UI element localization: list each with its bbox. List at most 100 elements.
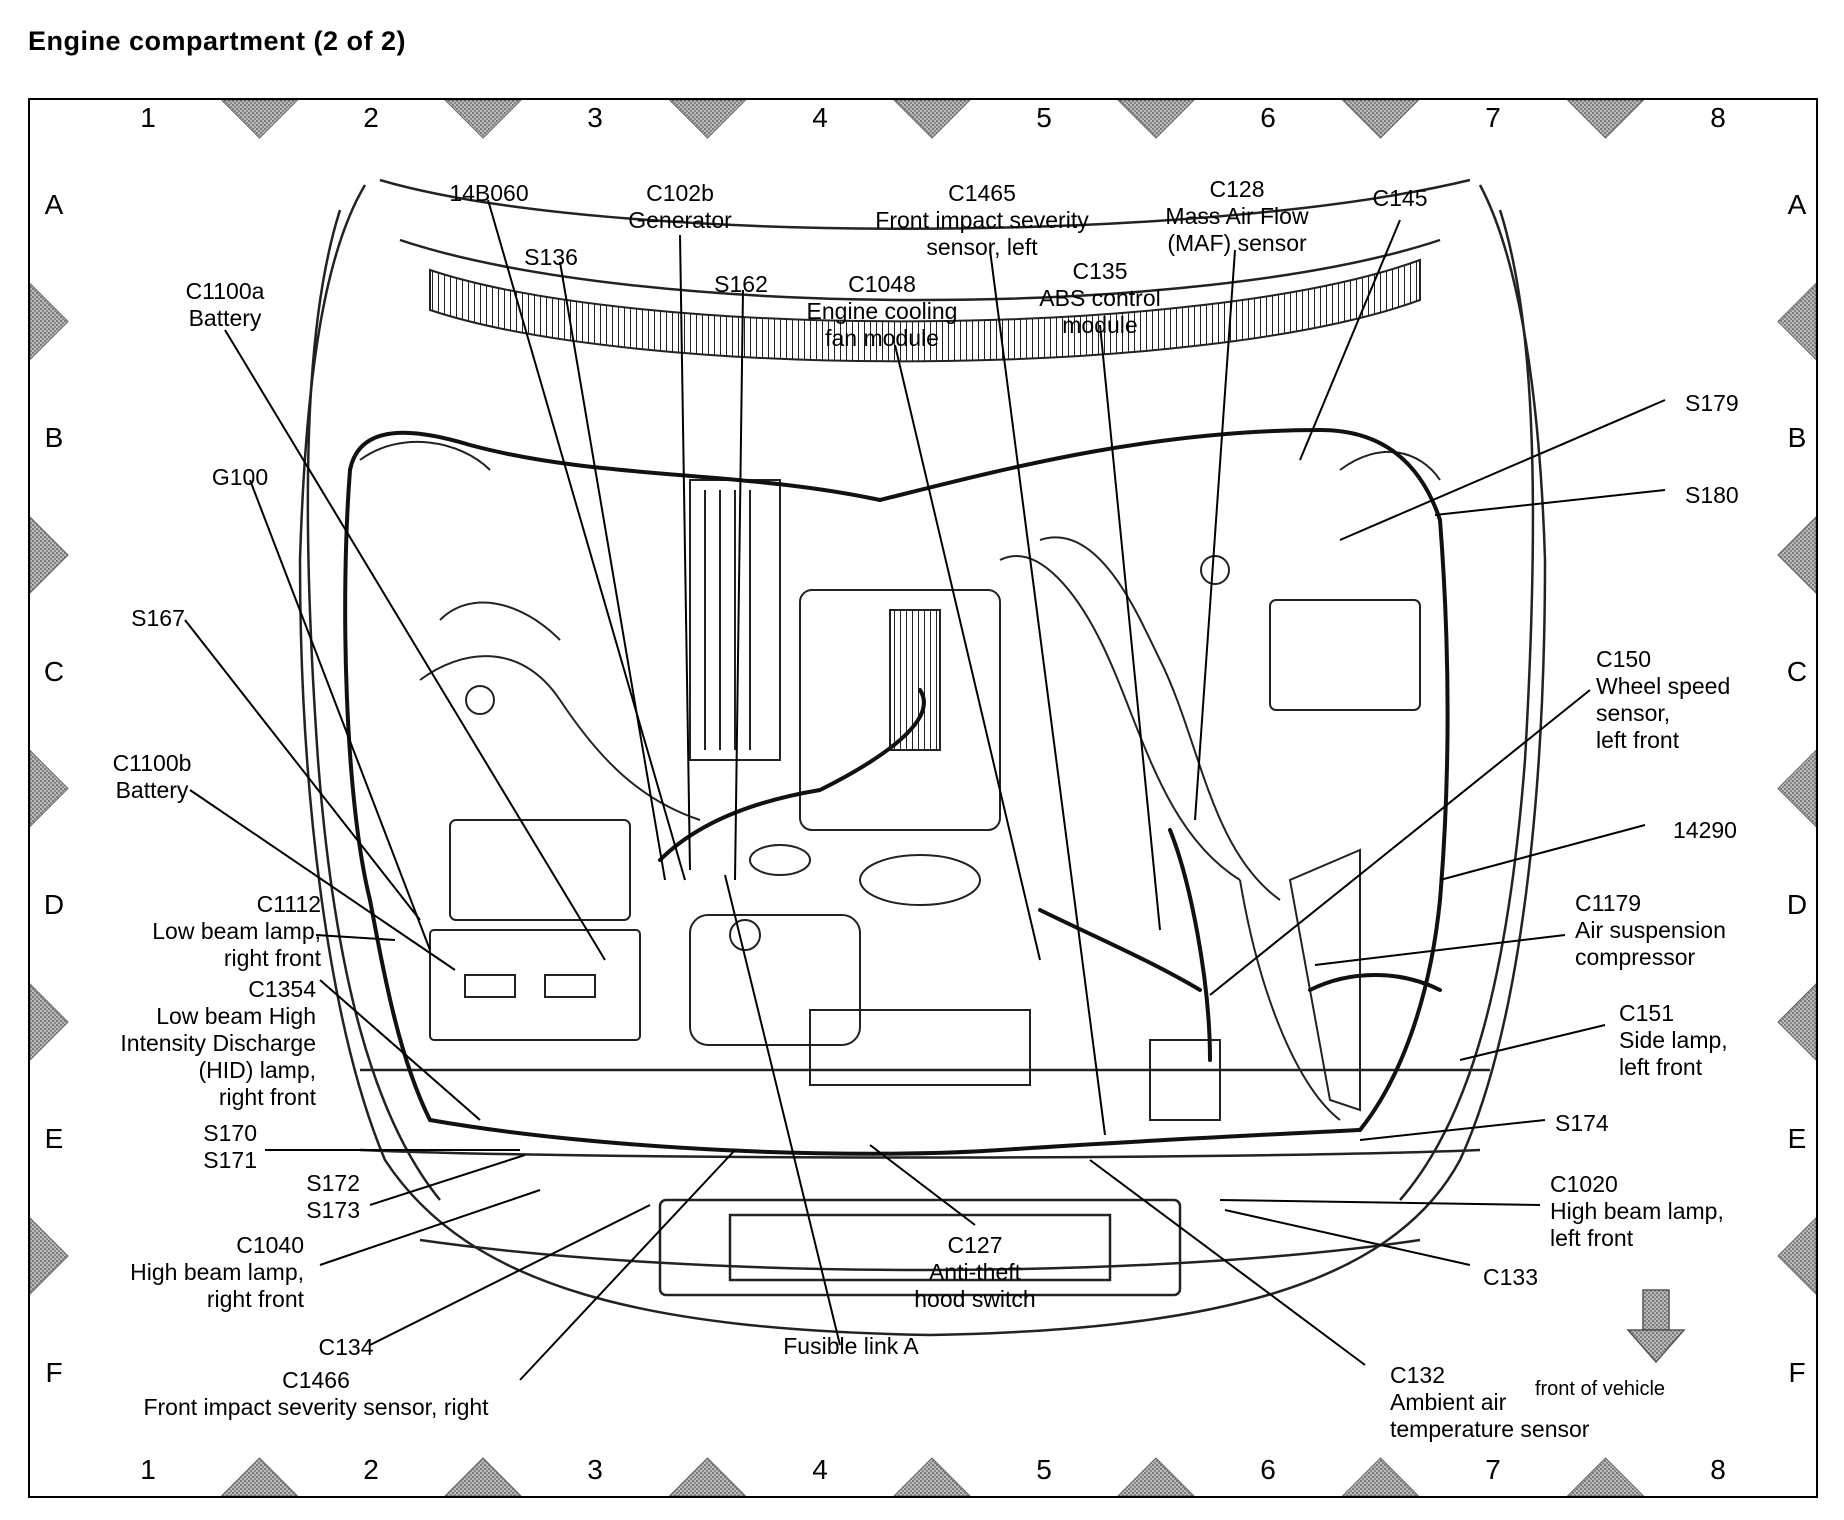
- label-line: (HID) lamp,: [198, 1057, 316, 1083]
- label-c145: C145: [1373, 185, 1428, 212]
- label-line: Wheel speed: [1596, 673, 1731, 699]
- label-line: left front: [1550, 1225, 1634, 1251]
- grid-column-bottom: 4: [812, 1454, 828, 1485]
- label-line: left front: [1596, 727, 1680, 753]
- label-line: compressor: [1575, 944, 1696, 970]
- diagram-title: Engine compartment (2 of 2): [28, 26, 407, 56]
- label-line: High beam lamp,: [1550, 1198, 1724, 1224]
- grid-marker-top: [220, 99, 299, 139]
- intake-duct: [999, 555, 1241, 881]
- label-line: Low beam lamp,: [152, 918, 321, 944]
- cowl-vent: [429, 258, 1421, 363]
- label-line: C1100b: [112, 750, 192, 776]
- label-line: C1465: [948, 180, 1016, 206]
- abs-module: [1269, 599, 1421, 711]
- label-s174: S174: [1555, 1110, 1609, 1137]
- grid-column-top: 5: [1036, 102, 1052, 133]
- label-s162: S162: [714, 271, 768, 298]
- grid-column-top: 8: [1710, 102, 1726, 133]
- grid-markers: [29, 99, 1817, 1497]
- grid-row-right: C: [1786, 656, 1808, 687]
- label-line: C1179: [1575, 890, 1642, 916]
- label-line: C135: [1072, 258, 1128, 284]
- grid-marker-top: [1341, 99, 1420, 139]
- grid-row-right: E: [1787, 1123, 1807, 1154]
- grid-row-left: B: [44, 422, 64, 453]
- label-line: Ambient air: [1390, 1389, 1507, 1415]
- label-line: C1354: [248, 976, 316, 1002]
- grid-marker-top: [668, 99, 747, 139]
- label-line: C1020: [1550, 1171, 1618, 1197]
- label-line: Engine cooling: [806, 298, 958, 324]
- label-line: S136: [524, 244, 578, 270]
- label-g100: G100: [212, 464, 268, 491]
- grid-row-left: C: [43, 656, 65, 687]
- grid-column-bottom: 1: [140, 1454, 156, 1485]
- label-line: 14290: [1673, 817, 1737, 843]
- grid-row-left: D: [43, 889, 65, 920]
- grid-row-right: B: [1787, 422, 1807, 453]
- grid-column-bottom: 3: [587, 1454, 603, 1485]
- grid-column-bottom: 8: [1710, 1454, 1726, 1485]
- bracket-panel: [809, 1009, 1031, 1086]
- label-line: right front: [218, 1084, 316, 1110]
- label-line: temperature sensor: [1390, 1416, 1590, 1442]
- label-fusible-link-a: Fusible link A: [783, 1333, 919, 1360]
- battery-tray: [449, 819, 631, 921]
- label-line: C1112: [256, 891, 321, 917]
- engine-components: [359, 440, 1441, 1121]
- grid-marker-top: [892, 99, 972, 139]
- label-line: (MAF) sensor: [1167, 230, 1307, 256]
- pulley: [859, 854, 981, 906]
- grid-column-top: 4: [812, 102, 828, 133]
- label-line: Intensity Discharge: [120, 1030, 316, 1056]
- leader-lines: [184, 199, 1666, 1381]
- label-line: S171: [203, 1147, 257, 1173]
- label-line: C1466: [282, 1367, 350, 1393]
- label-line: sensor,: [1596, 700, 1671, 726]
- label-line: S170: [203, 1120, 257, 1146]
- label-line: right front: [223, 945, 321, 971]
- grid-column-bottom: 7: [1485, 1454, 1501, 1485]
- grid-column-top: 3: [587, 102, 603, 133]
- label-line: Fusible link A: [783, 1333, 919, 1359]
- label-line: S167: [131, 605, 185, 631]
- label-line: C1100a: [185, 278, 265, 304]
- air-box: [1288, 848, 1361, 1112]
- label-line: C133: [1483, 1264, 1538, 1290]
- battery: [429, 929, 641, 1041]
- label-14b060: 14B060: [449, 180, 528, 207]
- label-line: Generator: [628, 207, 732, 233]
- engine-cover: [799, 589, 1001, 831]
- label-line: Air suspension: [1575, 917, 1726, 943]
- label-line: hood switch: [914, 1286, 1036, 1312]
- label-line: left front: [1619, 1054, 1703, 1080]
- grid-row-left: A: [44, 189, 64, 220]
- label-line: S179: [1685, 390, 1739, 416]
- grid-marker-top: [1566, 99, 1645, 139]
- label-line: Low beam High: [156, 1003, 316, 1029]
- front-of-vehicle-label: front of vehicle: [1534, 1378, 1666, 1400]
- grid-column-top: 7: [1485, 102, 1501, 133]
- coolant-reservoir: [689, 914, 861, 1046]
- label-s167: S167: [131, 605, 185, 632]
- grid-marker-left: [29, 982, 69, 1062]
- label-line: S180: [1685, 482, 1739, 508]
- label-line: C145: [1372, 185, 1428, 211]
- grid-marker-left: [29, 1216, 69, 1296]
- label-line: S162: [714, 271, 768, 297]
- label-line: S173: [306, 1197, 360, 1223]
- grid-column-top: 1: [140, 102, 156, 133]
- grid-marker-left: [29, 515, 69, 595]
